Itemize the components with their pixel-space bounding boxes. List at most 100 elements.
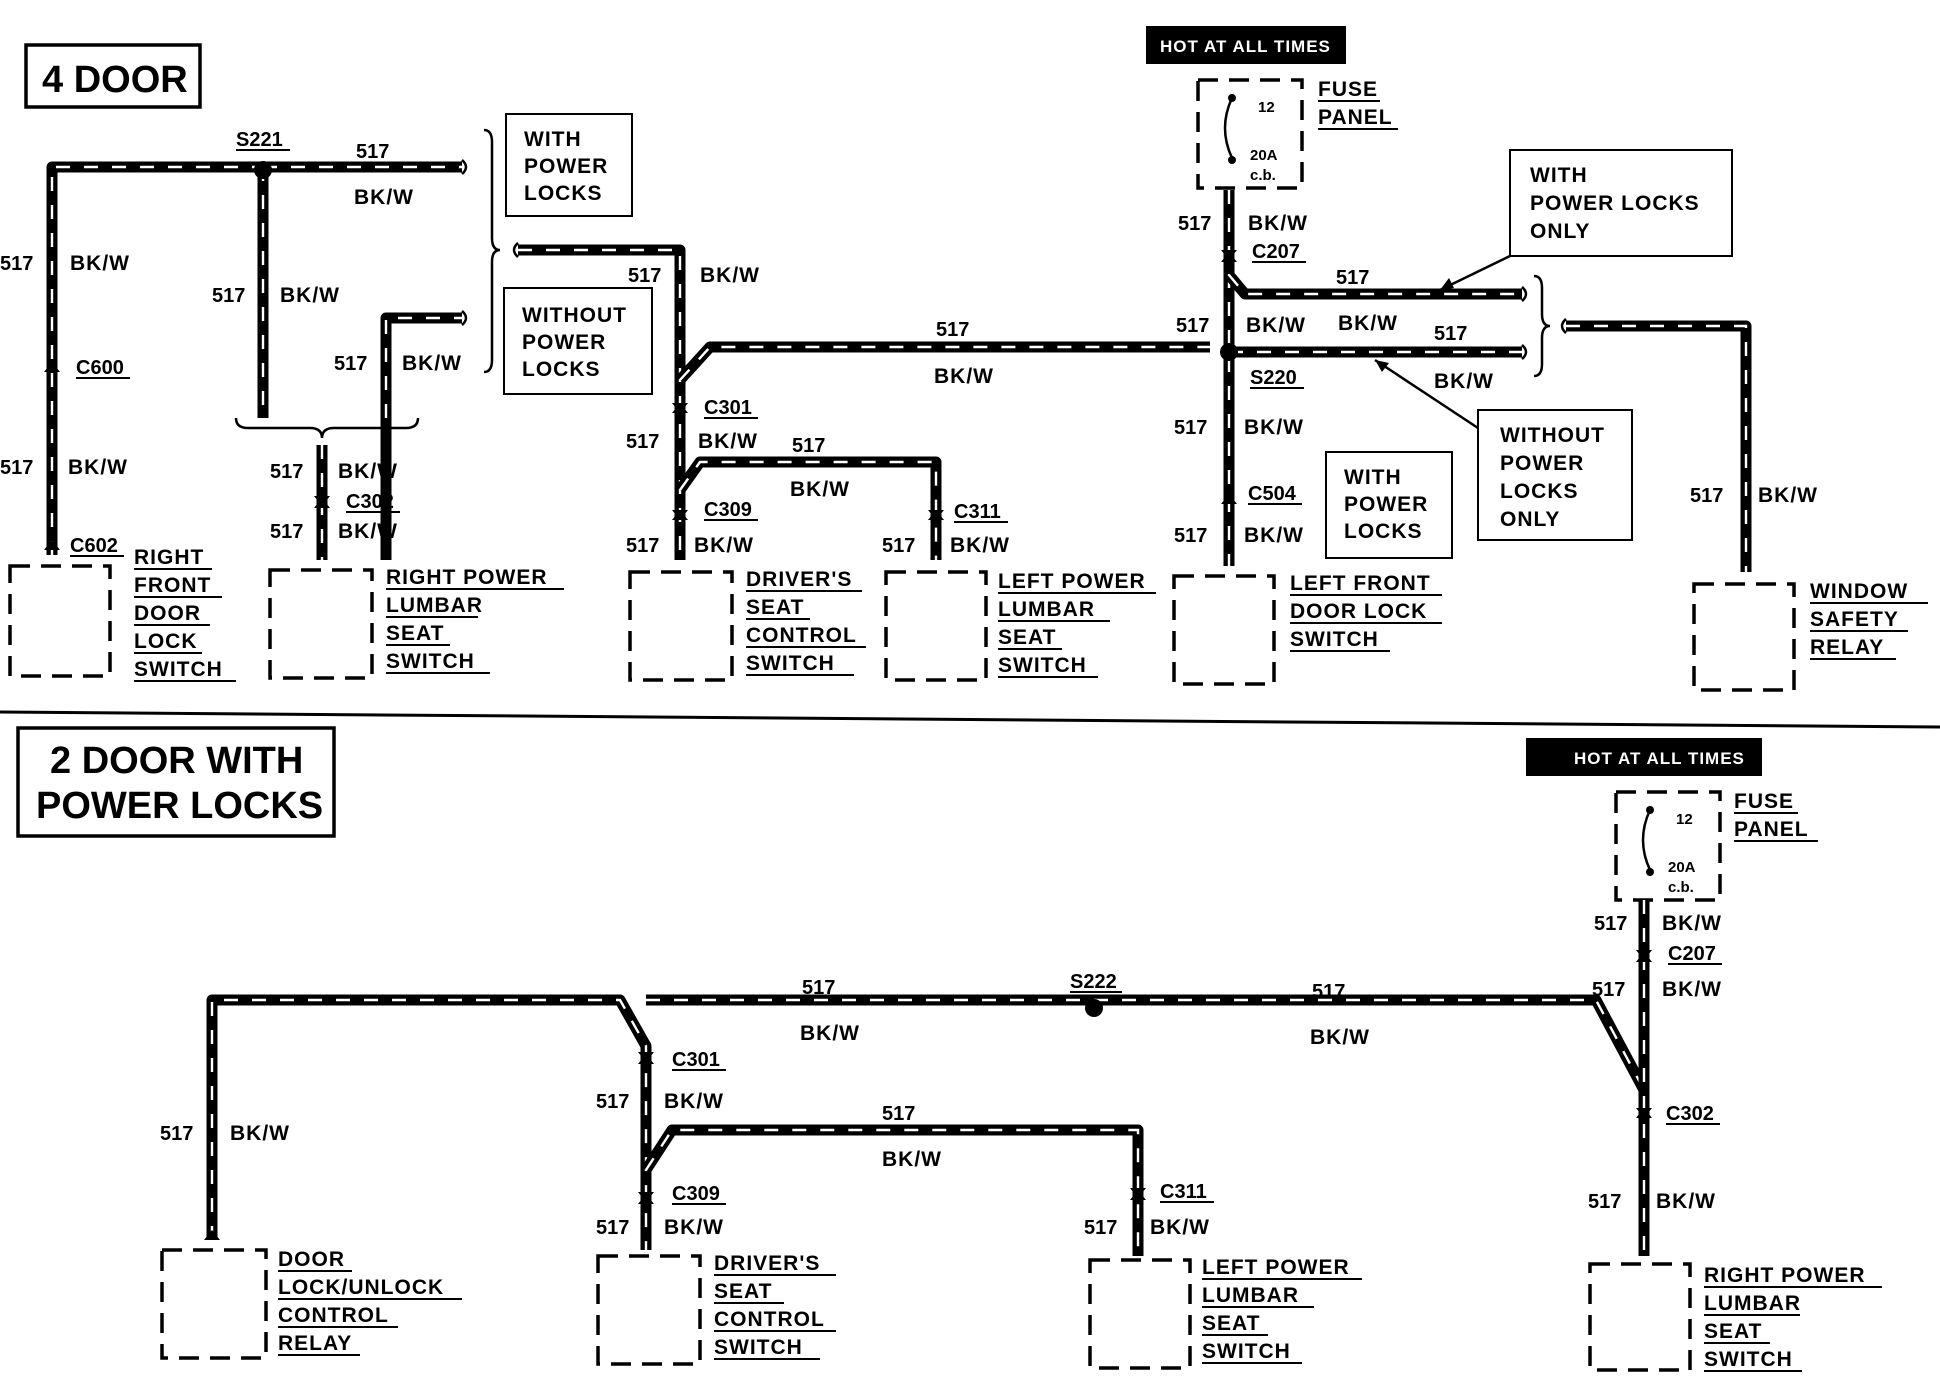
svg-text:DRIVER'S: DRIVER'S xyxy=(746,568,852,591)
svg-text:517: 517 xyxy=(936,319,969,341)
svg-text:DOOR: DOOR xyxy=(134,602,201,625)
svg-text:BK/W: BK/W xyxy=(1338,312,1398,335)
svg-text:PANEL: PANEL xyxy=(1734,818,1809,841)
svg-text:BK/W: BK/W xyxy=(694,534,754,557)
note-with-power-locks-top: WITH POWER LOCKS xyxy=(505,113,633,217)
svg-text:C301: C301 xyxy=(704,397,752,419)
svg-text:C309: C309 xyxy=(704,499,752,521)
svg-text:BK/W: BK/W xyxy=(1150,1216,1210,1239)
svg-text:SEAT: SEAT xyxy=(746,596,804,619)
svg-text:POWER LOCKS: POWER LOCKS xyxy=(1530,192,1700,215)
svg-text:LEFT POWER: LEFT POWER xyxy=(1202,1256,1350,1279)
splice-s222-dot xyxy=(1085,999,1103,1017)
svg-text:POWER: POWER xyxy=(524,155,608,178)
svg-text:BK/W: BK/W xyxy=(934,365,994,388)
svg-text:BK/W: BK/W xyxy=(700,264,760,287)
component-window-safety-relay: WINDOW SAFETY RELAY xyxy=(1692,580,1928,692)
svg-text:517: 517 xyxy=(1434,323,1467,345)
svg-text:517: 517 xyxy=(1594,913,1627,935)
svg-text:BK/W: BK/W xyxy=(402,352,462,375)
svg-text:517: 517 xyxy=(1174,417,1207,439)
svg-text:SWITCH: SWITCH xyxy=(714,1336,803,1359)
svg-text:C504: C504 xyxy=(1248,483,1297,505)
svg-text:RIGHT POWER: RIGHT POWER xyxy=(386,566,548,589)
svg-text:BK/W: BK/W xyxy=(338,520,398,543)
svg-text:BK/W: BK/W xyxy=(1248,212,1308,235)
fuse-panel-bottom: 12 20A c.b. FUSE PANEL xyxy=(1614,790,1818,902)
svg-text:BK/W: BK/W xyxy=(800,1022,860,1045)
svg-text:LEFT FRONT: LEFT FRONT xyxy=(1290,572,1431,595)
connector-names-top: S221 S220 C600 C602 C302 C301 C309 C311 … xyxy=(70,129,1306,557)
note-without-power-locks-top: WITHOUT POWER LOCKS xyxy=(503,287,653,395)
svg-text:517: 517 xyxy=(626,431,659,453)
svg-text:BK/W: BK/W xyxy=(1246,314,1306,337)
connector-marks-top xyxy=(44,250,1237,550)
svg-text:LOCKS: LOCKS xyxy=(524,182,603,205)
component-right-power-lumbar-seat-switch-bottom: RIGHT POWER LUMBAR SEAT SWITCH xyxy=(1588,1262,1882,1372)
svg-text:LUMBAR: LUMBAR xyxy=(1704,1292,1801,1315)
svg-text:BK/W: BK/W xyxy=(354,186,414,209)
svg-text:517: 517 xyxy=(0,253,33,275)
svg-text:BK/W: BK/W xyxy=(1662,978,1722,1001)
svg-text:517: 517 xyxy=(1084,1217,1117,1239)
component-right-front-door-lock-switch: RIGHT FRONT DOOR LOCK SWITCH xyxy=(8,546,236,682)
svg-text:LUMBAR: LUMBAR xyxy=(998,598,1095,621)
hot-at-all-times-bottom: HOT AT ALL TIMES xyxy=(1526,738,1762,776)
svg-text:517: 517 xyxy=(212,285,245,307)
top-title-box: 4 DOOR xyxy=(24,43,202,109)
svg-text:517: 517 xyxy=(0,457,33,479)
splice-s220-dot xyxy=(1220,343,1238,361)
svg-text:BK/W: BK/W xyxy=(698,430,758,453)
fuse-panel-top: 12 20A c.b. FUSE PANEL xyxy=(1196,78,1398,190)
svg-text:517: 517 xyxy=(882,1103,915,1125)
svg-text:SAFETY: SAFETY xyxy=(1810,608,1899,631)
svg-text:SEAT: SEAT xyxy=(714,1280,772,1303)
svg-text:HOT AT ALL TIMES: HOT AT ALL TIMES xyxy=(1574,749,1745,768)
svg-text:c.b.: c.b. xyxy=(1668,879,1694,896)
component-right-power-lumbar-seat-switch-top: RIGHT POWER LUMBAR SEAT SWITCH xyxy=(268,566,564,680)
svg-text:RELAY: RELAY xyxy=(278,1332,352,1355)
component-left-power-lumbar-seat-switch-bottom: LEFT POWER LUMBAR SEAT SWITCH xyxy=(1088,1256,1362,1370)
svg-text:LOCK/UNLOCK: LOCK/UNLOCK xyxy=(278,1276,444,1299)
note-with-power-locks-c504: WITH POWER LOCKS xyxy=(1325,451,1453,559)
svg-text:CONTROL: CONTROL xyxy=(278,1304,389,1327)
svg-text:C311: C311 xyxy=(1160,1181,1207,1203)
svg-text:SWITCH: SWITCH xyxy=(746,652,835,675)
svg-text:WITHOUT: WITHOUT xyxy=(522,304,627,327)
svg-text:517: 517 xyxy=(160,1123,193,1145)
svg-text:BK/W: BK/W xyxy=(70,252,130,275)
svg-text:BK/W: BK/W xyxy=(664,1090,724,1113)
svg-text:BK/W: BK/W xyxy=(950,534,1010,557)
svg-text:C207: C207 xyxy=(1252,241,1300,263)
svg-text:517: 517 xyxy=(1336,267,1369,289)
bottom-title-line1: 2 DOOR WITH xyxy=(50,740,303,782)
svg-text:RIGHT POWER: RIGHT POWER xyxy=(1704,1264,1866,1287)
component-drivers-seat-control-switch-bottom: DRIVER'S SEAT CONTROL SWITCH xyxy=(596,1252,836,1366)
svg-text:SWITCH: SWITCH xyxy=(1202,1340,1291,1363)
wire-labels-top: 517 BK/W 517 BK/W 517 BK/W 517 BK/W 517 … xyxy=(0,141,1817,557)
svg-text:HOT AT ALL TIMES: HOT AT ALL TIMES xyxy=(1160,37,1331,56)
svg-text:SWITCH: SWITCH xyxy=(134,658,223,681)
bottom-wires xyxy=(206,900,1650,1256)
svg-text:DOOR LOCK: DOOR LOCK xyxy=(1290,600,1427,623)
note-without-power-locks-only: WITHOUT POWER LOCKS ONLY xyxy=(1374,358,1633,541)
svg-text:S221: S221 xyxy=(236,129,283,151)
svg-text:C600: C600 xyxy=(76,357,124,379)
svg-text:LOCKS: LOCKS xyxy=(522,358,601,381)
component-left-front-door-lock-switch: LEFT FRONT DOOR LOCK SWITCH xyxy=(1172,572,1442,686)
svg-text:BK/W: BK/W xyxy=(280,284,340,307)
svg-text:CONTROL: CONTROL xyxy=(746,624,857,647)
svg-text:SWITCH: SWITCH xyxy=(386,650,475,673)
svg-text:c.b.: c.b. xyxy=(1250,167,1276,184)
svg-text:517: 517 xyxy=(356,141,389,163)
svg-text:517: 517 xyxy=(882,535,915,557)
svg-text:WITH: WITH xyxy=(1530,164,1588,187)
svg-text:C309: C309 xyxy=(672,1183,720,1205)
svg-text:RIGHT: RIGHT xyxy=(134,546,204,569)
svg-text:517: 517 xyxy=(626,535,659,557)
bottom-title-line2: POWER LOCKS xyxy=(36,785,323,827)
svg-text:BK/W: BK/W xyxy=(1662,912,1722,935)
svg-text:SWITCH: SWITCH xyxy=(1290,628,1379,651)
svg-text:BK/W: BK/W xyxy=(790,478,850,501)
svg-text:RELAY: RELAY xyxy=(1810,636,1884,659)
